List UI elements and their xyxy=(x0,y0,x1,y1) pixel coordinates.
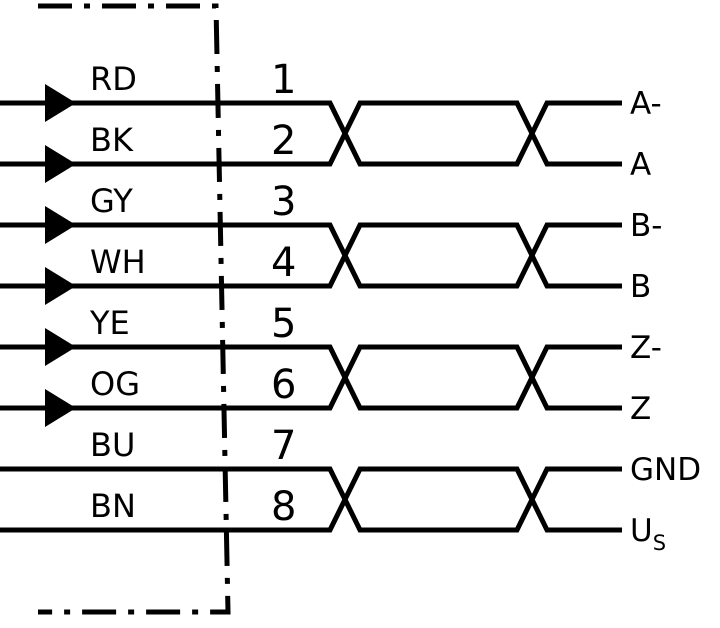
wires-layer xyxy=(0,84,622,533)
signal-label: Z- xyxy=(630,330,662,366)
signal-label-text: A- xyxy=(630,86,662,122)
connector-housing-outline xyxy=(38,3,231,615)
signal-label-text: B xyxy=(630,269,651,305)
wire-color-label: BN xyxy=(90,487,136,525)
signal-label-text: GND xyxy=(630,452,701,488)
wire-color-label: YE xyxy=(89,304,130,342)
signal-label: Z xyxy=(630,391,651,427)
signal-label: US xyxy=(630,513,666,555)
arrow-icon xyxy=(45,84,76,122)
wire-color-label: OG xyxy=(90,365,140,403)
arrow-icon xyxy=(45,206,76,244)
pin-number: 6 xyxy=(271,362,296,408)
pin-number: 3 xyxy=(271,179,296,225)
signal-label: GND xyxy=(630,452,701,488)
pin-number: 4 xyxy=(271,240,296,286)
signal-label-subscript: S xyxy=(653,531,666,555)
wire-7 xyxy=(0,466,622,533)
wire-color-label: BK xyxy=(90,121,134,159)
wire-8 xyxy=(0,466,622,533)
arrow-icon xyxy=(45,267,76,305)
wire-1 xyxy=(0,100,622,167)
signal-label: A xyxy=(630,147,651,183)
arrow-icon xyxy=(45,328,76,366)
pin-number: 5 xyxy=(271,301,296,347)
wire-3 xyxy=(0,222,622,289)
wire-5 xyxy=(0,344,622,411)
signal-label-text: U xyxy=(630,513,653,549)
arrow-icon xyxy=(45,389,76,427)
signal-label-text: A xyxy=(630,147,651,183)
wire-color-label: WH xyxy=(90,243,146,281)
signal-label: A- xyxy=(630,86,662,122)
wire-4 xyxy=(0,222,622,289)
wire-color-label: GY xyxy=(90,182,133,220)
pin-number: 2 xyxy=(271,118,296,164)
wire-6 xyxy=(0,344,622,411)
signal-label-text: Z- xyxy=(630,330,662,366)
signal-label-text: B- xyxy=(630,208,662,244)
wire-color-label: BU xyxy=(90,426,135,464)
pin-number: 1 xyxy=(271,57,296,103)
arrow-icon xyxy=(45,145,76,183)
wire-color-label: RD xyxy=(90,60,137,98)
wire-2 xyxy=(0,100,622,167)
signal-label: B- xyxy=(630,208,662,244)
signal-label: B xyxy=(630,269,651,305)
pin-number: 7 xyxy=(271,423,296,469)
pin-number: 8 xyxy=(271,484,296,530)
signal-label-text: Z xyxy=(630,391,651,427)
